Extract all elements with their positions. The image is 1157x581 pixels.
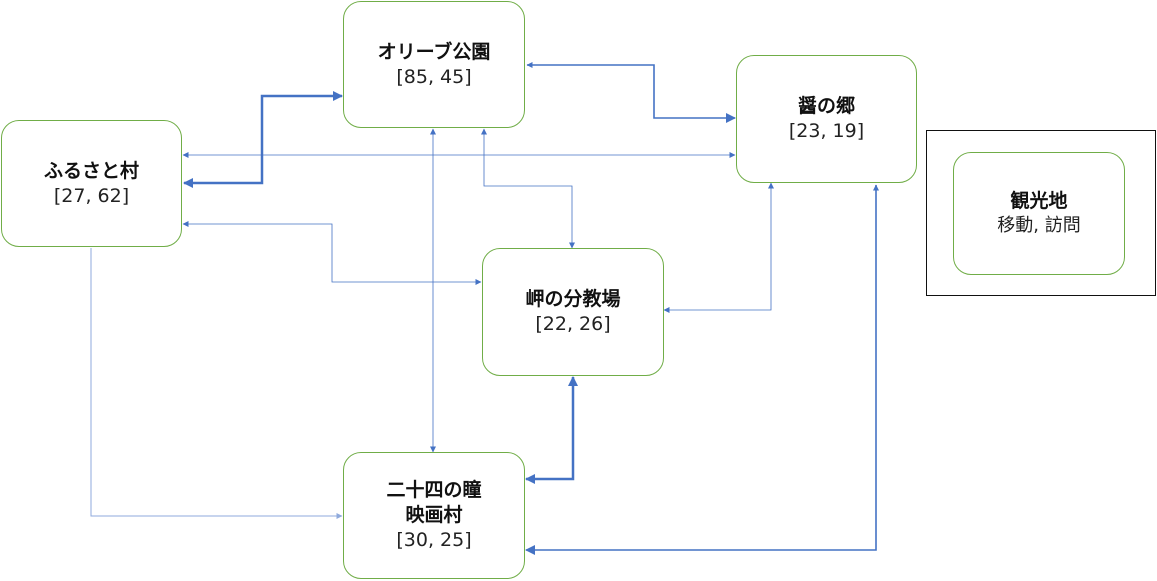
node-furusato-mura-name: ふるさと村 — [43, 159, 139, 182]
node-olive-park-name: オリーブ公園 — [377, 40, 491, 63]
node-misaki-bunkyojo[interactable]: 岬の分教場 [22, 26] — [482, 248, 664, 376]
edge-furusato-olive — [183, 91, 343, 188]
node-furusato-mura-value: [27, 62] — [53, 184, 130, 207]
node-olive-park-value: [85, 45] — [396, 65, 472, 88]
legend-subtitle: 移動, 訪問 — [997, 215, 1081, 237]
node-hishio-no-sato[interactable]: 醤の郷 [23, 19] — [736, 55, 917, 183]
node-misaki-bunkyojo-value: [22, 26] — [535, 313, 611, 335]
edge-furusato-nijushi — [90, 248, 343, 519]
legend-node: 観光地 移動, 訪問 — [953, 152, 1125, 275]
edge-olive-misaki — [481, 128, 575, 249]
node-nijushi-no-hitomi-value: [30, 25] — [396, 528, 472, 551]
edge-hishio-nijushi — [525, 184, 879, 555]
node-olive-park[interactable]: オリーブ公園 [85, 45] — [343, 1, 525, 128]
edge-hishio-misaki — [663, 182, 774, 313]
node-misaki-bunkyojo-name: 岬の分教場 — [525, 288, 621, 311]
edge-olive-hishio — [526, 62, 736, 123]
edge-misaki-nijushi — [525, 376, 578, 484]
node-furusato-mura[interactable]: ふるさと村 [27, 62] — [1, 120, 182, 247]
node-nijushi-no-hitomi-name-line1: 二十四の瞳 — [386, 479, 482, 502]
legend-title: 観光地 — [1010, 190, 1068, 213]
edge-furusato-misaki — [182, 221, 482, 285]
node-hishio-no-sato-value: [23, 19] — [788, 120, 865, 142]
node-nijushi-no-hitomi-name-line2: 映画村 — [405, 504, 463, 527]
node-nijushi-no-hitomi[interactable]: 二十四の瞳 映画村 [30, 25] — [343, 452, 525, 579]
node-hishio-no-sato-name: 醤の郷 — [797, 95, 855, 118]
